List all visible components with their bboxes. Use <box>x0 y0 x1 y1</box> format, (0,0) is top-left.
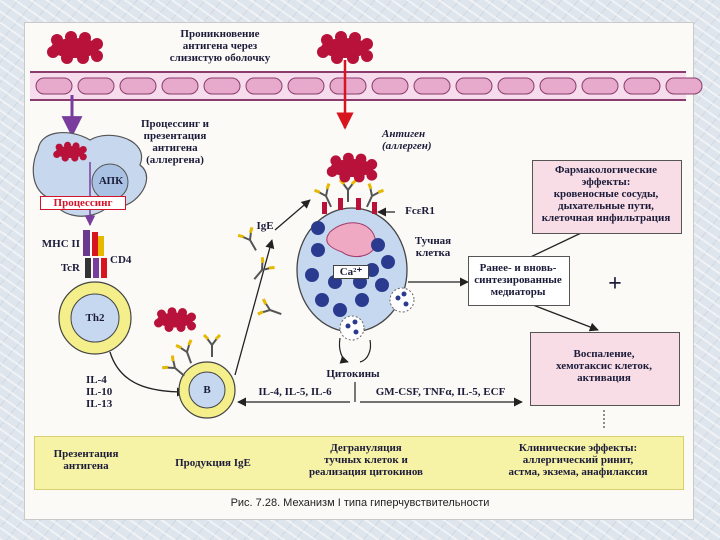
mast-granule <box>355 293 369 307</box>
mhc-tcr-complex <box>83 230 107 278</box>
membrane-cell <box>413 77 451 95</box>
cytokines-arrow <box>359 339 372 363</box>
bar-step-4: Клинические эффекты: аллергический ринит… <box>508 442 648 478</box>
inflammation-box <box>530 332 680 406</box>
membrane-cell <box>371 77 409 95</box>
antigen-blob-top-left <box>47 31 103 64</box>
bar-step-3: Дегрануляция тучных клеток и реализация … <box>308 442 424 478</box>
membrane-cell <box>455 77 493 95</box>
bar-step-1: Презентация антигена <box>53 448 119 472</box>
antibody-b-2 <box>202 333 222 359</box>
antigen-label: Антиген (аллерген) <box>382 128 432 152</box>
il-left-label: IL-4 IL-10 IL-13 <box>86 374 113 410</box>
antibody-b-1 <box>174 338 201 368</box>
th2-nucleus <box>70 293 120 343</box>
ca-label: Ca²⁺ <box>333 265 369 279</box>
mediators-text: Ранее- и вновь- синтезированные медиатор… <box>474 262 562 298</box>
cd4-label: CD4 <box>110 254 132 266</box>
membrane-cell <box>245 77 283 95</box>
mast-granule <box>311 221 325 235</box>
mast-granule <box>371 238 385 252</box>
mast-granule <box>315 293 329 307</box>
mast-label: Тучная клетка <box>414 235 452 259</box>
membrane-cell <box>329 77 367 95</box>
figure-caption: Рис. 7.28. Механизм I типа гиперчувствит… <box>230 497 490 509</box>
membrane-cell <box>539 77 577 95</box>
b-to-ige-arrow <box>234 239 275 376</box>
mast-granule <box>311 243 325 257</box>
gmcsf-label: GM-CSF, TNFα, IL-5, ECF <box>375 386 506 398</box>
ige-to-mast-arrow <box>274 199 311 231</box>
bar-step-2: Продукция IgE <box>175 457 251 469</box>
mast-granule <box>333 303 347 317</box>
fcer1-receptors <box>322 198 377 214</box>
membrane-cell <box>665 77 703 95</box>
cytokines-arrow-2 <box>338 337 349 364</box>
membrane-cell <box>581 77 619 95</box>
membrane-cell <box>119 77 157 95</box>
ige-antibody-3 <box>256 297 286 324</box>
mast-antibody-3 <box>358 182 385 212</box>
mucosa-membrane <box>30 71 703 101</box>
b-nucleus <box>188 371 226 409</box>
processing-title: Процессинг и презентация антигена (аллер… <box>140 118 210 166</box>
pharm-effects-box <box>532 160 682 234</box>
inflam-text: Воспаление, хемотаксис клеток, активация <box>555 348 652 384</box>
mediators-box <box>468 256 570 306</box>
mast-granule <box>305 268 319 282</box>
plus-sign: + <box>608 271 622 297</box>
mast-granule <box>381 255 395 269</box>
membrane-cell <box>497 77 535 95</box>
processing-label: Процессинг <box>40 196 126 210</box>
membrane-cell <box>203 77 241 95</box>
membrane-cell <box>623 77 661 95</box>
apc-label: АПК <box>98 175 124 187</box>
membrane-cell <box>161 77 199 95</box>
th2-label: Th2 <box>85 312 105 324</box>
mhc-label: MHC II <box>41 238 80 250</box>
antigen-near-b <box>154 307 196 332</box>
membrane-cell <box>35 77 73 95</box>
released-granules <box>339 287 415 341</box>
pharm-text: Фармакологические эффекты: кровеносные с… <box>541 164 671 224</box>
mast-granule <box>375 278 389 292</box>
membrane-cell <box>287 77 325 95</box>
membrane-cell <box>77 77 115 95</box>
tcr-label: TcR <box>60 262 80 274</box>
bottom-summary-bar <box>34 436 684 490</box>
b-label: B <box>203 384 211 396</box>
il-bottom-label: IL-4, IL-5, IL-6 <box>258 386 332 398</box>
penetration-label: Проникновение антигена через слизистую о… <box>169 28 271 64</box>
ige-label: IgE <box>256 220 274 232</box>
cytokines-label: Цитокины <box>326 368 380 380</box>
antigen-on-mast <box>326 152 378 183</box>
antigen-blob-top-right <box>317 31 373 64</box>
fcer-label: FcεR1 <box>405 205 435 217</box>
th2-to-b-arrow <box>109 351 186 397</box>
mast-nucleus <box>326 222 377 257</box>
